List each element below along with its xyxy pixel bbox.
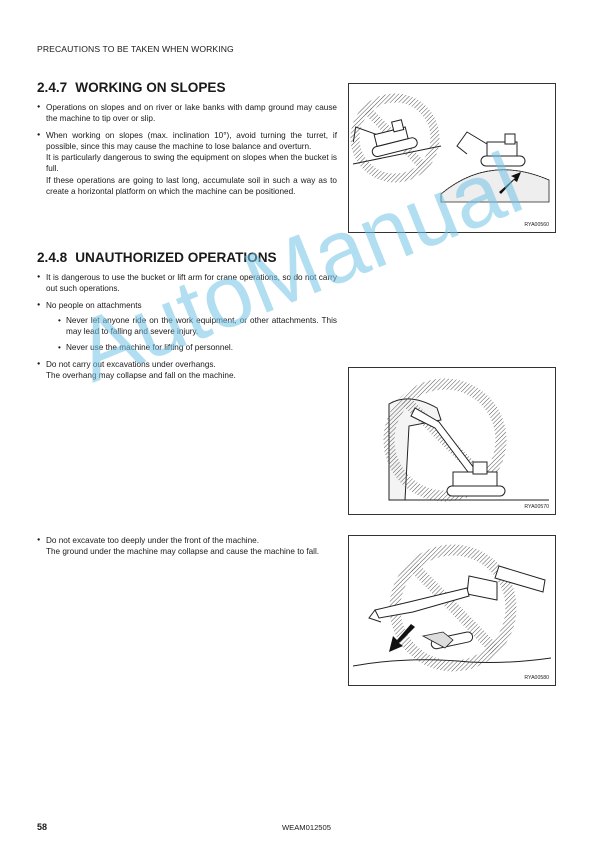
figure-deep-excavation: RYA00580	[348, 535, 556, 686]
figure-slopes: RYA00560	[348, 83, 556, 233]
figure-code: RYA00570	[524, 504, 549, 510]
figure-code: RYA00560	[524, 222, 549, 228]
figure-code: RYA00580	[524, 675, 549, 681]
section-number: 2.4.8	[37, 250, 68, 265]
excavation-illustration	[352, 544, 552, 672]
section-heading: 2.4.8 UNAUTHORIZED OPERATIONS	[37, 250, 337, 265]
arrow-icon	[389, 624, 415, 652]
bullet-item: It is dangerous to use the bucket or lif…	[37, 272, 337, 295]
bullet-item: No people on attachments Never let anyon…	[37, 300, 337, 354]
running-head: PRECAUTIONS TO BE TAKEN WHEN WORKING	[37, 44, 234, 54]
prohibition-ring	[350, 93, 440, 183]
section-title: WORKING ON SLOPES	[75, 80, 226, 95]
section-working-on-slopes: 2.4.7 WORKING ON SLOPES Operations on slo…	[37, 80, 337, 202]
arrow-icon	[499, 172, 521, 194]
overhang-illustration	[383, 378, 549, 502]
section-title: UNAUTHORIZED OPERATIONS	[75, 250, 277, 265]
prohibition-ring	[383, 378, 507, 502]
bullet-item: Do not carry out excavations under overh…	[37, 359, 337, 382]
section-number: 2.4.7	[37, 80, 68, 95]
bullet-item: Operations on slopes and on river or lak…	[37, 102, 337, 125]
section-excavate-front: Do not excavate too deeply under the fro…	[37, 535, 337, 563]
sub-bullet-item: Never use the machine for lifting of per…	[58, 342, 337, 354]
section-unauthorized-operations: 2.4.8 UNAUTHORIZED OPERATIONS It is dange…	[37, 250, 337, 386]
bullet-item: When working on slopes (max. inclination…	[37, 130, 337, 198]
document-code: WEAM012505	[282, 823, 331, 832]
bullet-item: Do not excavate too deeply under the fro…	[37, 535, 337, 558]
prohibition-slash	[409, 562, 499, 654]
section-heading: 2.4.7 WORKING ON SLOPES	[37, 80, 337, 95]
page-number: 58	[37, 822, 48, 832]
sub-bullet-item: Never let anyone ride on the work equipm…	[58, 315, 337, 338]
slope-illustration	[350, 93, 550, 203]
figure-overhang: RYA00570	[348, 367, 556, 515]
